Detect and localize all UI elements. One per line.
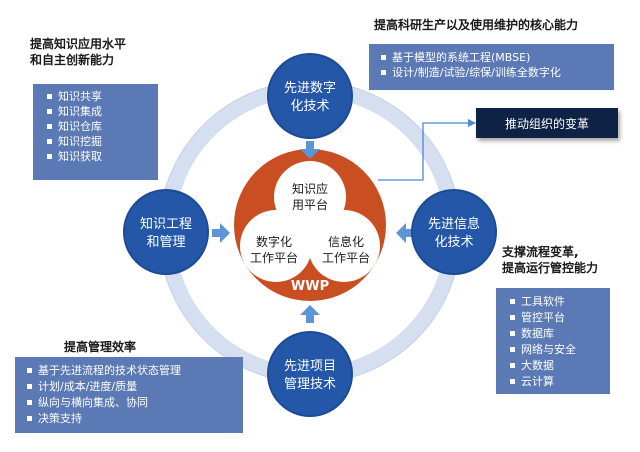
panel-mbse-item: 基于模型的系统工程(MBSE) — [381, 50, 614, 65]
panel-mbse: 基于模型的系统工程(MBSE) 设计/制造/试验/综保/训练全数字化 — [369, 44, 614, 90]
core-top-label-1: 知识应 — [292, 181, 328, 196]
bullet-icon — [47, 138, 52, 144]
org-change-badge: 推动组织的变革 — [476, 108, 618, 138]
bullet-icon — [47, 108, 52, 114]
panel-mbse-text-1: 基于模型的系统工程(MBSE) — [392, 51, 531, 64]
bullet-icon — [381, 54, 386, 60]
panel-tools-text-4: 网络与安全 — [521, 343, 576, 356]
panel-management-text-4: 决策支持 — [38, 412, 82, 425]
panel-knowledge-item: 知识共享 — [47, 89, 158, 104]
panel-tools-item: 工具软件 — [510, 294, 610, 310]
panel-management-text-3: 纵向与横向集成、协同 — [38, 396, 148, 409]
panel-management-item: 计划/成本/进度/质量 — [27, 379, 243, 395]
panel-tools-text-2: 管控平台 — [521, 311, 565, 324]
panel-mbse-text-2: 设计/制造/试验/综保/训练全数字化 — [392, 66, 561, 79]
bullet-icon — [510, 330, 515, 336]
node-bottom-circle — [267, 331, 353, 417]
heading-process-line-2: 提高运行管控能力 — [502, 261, 599, 275]
connector-arrowhead — [468, 119, 476, 127]
panel-tools-text-3: 数据库 — [521, 327, 554, 340]
node-right-circle — [411, 189, 497, 275]
node-left-label-1: 知识工程 — [140, 216, 192, 232]
panel-knowledge-item: 知识集成 — [47, 104, 158, 119]
bullet-icon — [27, 399, 32, 405]
node-top-circle — [267, 53, 353, 139]
bullet-icon — [27, 367, 32, 373]
panel-knowledge-item: 知识获取 — [47, 149, 158, 164]
panel-tools-item: 管控平台 — [510, 310, 610, 326]
heading-process: 支撑流程变革, 提高运行管控能力 — [502, 244, 598, 276]
panel-tools-text-6: 云计算 — [521, 375, 554, 388]
panel-management: 基于先进流程的技术状态管理 计划/成本/进度/质量 纵向与横向集成、协同 决策支… — [15, 357, 243, 433]
node-bottom-label-2: 管理技术 — [284, 377, 336, 392]
panel-tools-text-1: 工具软件 — [521, 295, 565, 308]
panel-tools-item: 云计算 — [510, 374, 610, 390]
bullet-icon — [27, 383, 32, 389]
connector-line — [378, 122, 468, 181]
panel-knowledge-text-5: 知识获取 — [58, 150, 102, 163]
core-platform — [234, 149, 386, 301]
panel-tools-text-5: 大数据 — [521, 359, 554, 372]
panel-management-item: 决策支持 — [27, 411, 243, 427]
heading-knowledge-line-2: 和自主创新能力 — [30, 53, 115, 67]
heading-management: 提高管理效率 — [64, 340, 137, 354]
bullet-icon — [47, 153, 52, 159]
heading-process-line-1: 支撑流程变革, — [502, 245, 579, 259]
core-top-label-2: 用平台 — [292, 197, 328, 212]
arrow-left — [396, 223, 414, 243]
panel-management-text-1: 基于先进流程的技术状态管理 — [38, 364, 181, 377]
node-top-label-1: 先进数字 — [284, 81, 336, 96]
panel-knowledge-text-2: 知识集成 — [58, 105, 102, 118]
node-right-label-1: 先进信息 — [428, 216, 480, 232]
bullet-icon — [510, 346, 515, 352]
panel-tools-item: 数据库 — [510, 326, 610, 342]
bullet-icon — [510, 314, 515, 320]
node-bottom-label-1: 先进项目 — [284, 359, 336, 374]
bullet-icon — [27, 415, 32, 421]
panel-tools-item: 大数据 — [510, 358, 610, 374]
panel-knowledge: 知识共享 知识集成 知识仓库 知识挖掘 知识获取 — [33, 84, 158, 180]
panel-management-item: 基于先进流程的技术状态管理 — [27, 363, 243, 379]
arrow-up — [300, 305, 320, 323]
panel-knowledge-item: 知识仓库 — [47, 119, 158, 134]
bullet-icon — [381, 69, 386, 75]
bullet-icon — [510, 378, 515, 384]
core-right-label-1: 信息化 — [328, 234, 364, 249]
node-left-circle — [123, 189, 209, 275]
heading-knowledge-line-1: 提高知识应用水平 — [30, 37, 127, 51]
panel-knowledge-item: 知识挖掘 — [47, 134, 158, 149]
panel-knowledge-text-3: 知识仓库 — [58, 120, 102, 133]
arrow-right — [212, 223, 230, 243]
node-top-label-2: 化技术 — [290, 99, 329, 114]
bullet-icon — [510, 298, 515, 304]
heading-core-capability: 提高科研生产以及使用维护的核心能力 — [374, 18, 579, 32]
arrow-down — [300, 141, 320, 159]
panel-tools-item: 网络与安全 — [510, 342, 610, 358]
bullet-icon — [510, 362, 515, 368]
node-left-label-2: 和管理 — [146, 235, 185, 250]
bullet-icon — [47, 123, 52, 129]
bullet-icon — [47, 93, 52, 99]
heading-knowledge: 提高知识应用水平 和自主创新能力 — [30, 36, 126, 68]
core-left-label-2: 工作平台 — [250, 250, 298, 265]
panel-management-text-2: 计划/成本/进度/质量 — [38, 380, 138, 393]
panel-management-item: 纵向与横向集成、协同 — [27, 395, 243, 411]
core-left-label-1: 数字化 — [256, 234, 292, 249]
panel-tools: 工具软件 管控平台 数据库 网络与安全 大数据 云计算 — [496, 288, 610, 394]
core-right-label-2: 工作平台 — [322, 250, 370, 265]
panel-knowledge-text-4: 知识挖掘 — [58, 135, 102, 148]
panel-mbse-item: 设计/制造/试验/综保/训练全数字化 — [381, 65, 614, 80]
core-wwp-label: WWP — [291, 279, 329, 294]
node-right-label-2: 化技术 — [434, 235, 473, 250]
panel-knowledge-text-1: 知识共享 — [58, 90, 102, 103]
